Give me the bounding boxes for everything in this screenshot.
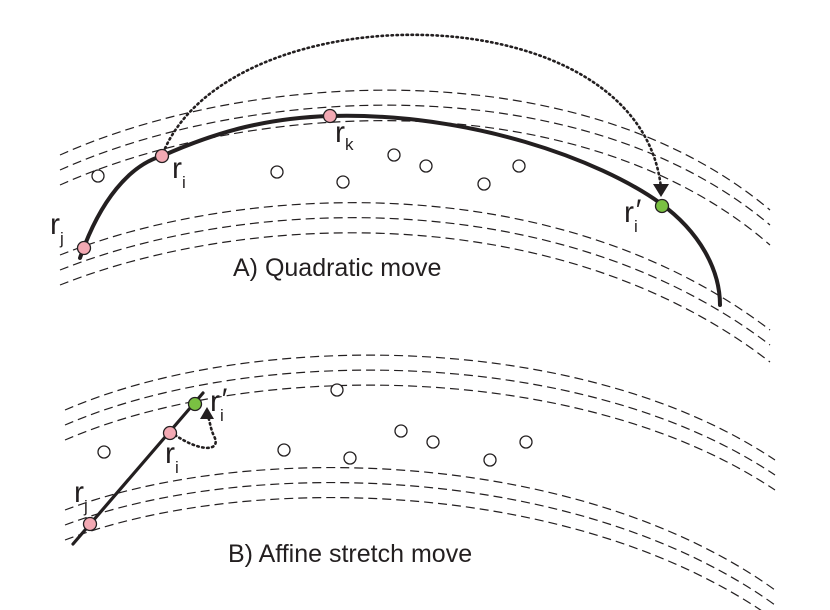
caption-b: B) Affine stretch move	[228, 540, 472, 568]
band-line	[59, 104, 771, 226]
label-r-j: rj	[74, 476, 88, 516]
walker-point	[519, 435, 533, 449]
walker-point	[91, 169, 105, 183]
walker-point	[419, 159, 433, 173]
walker-point	[512, 159, 526, 173]
label-r-i: ri	[172, 152, 186, 192]
walker-point	[477, 177, 491, 191]
label-r-i-prime: ri′	[624, 194, 642, 236]
walker-point	[343, 451, 357, 465]
quadratic-curve	[78, 113, 722, 307]
band-line	[64, 496, 762, 610]
band-line	[64, 384, 776, 491]
walker-point	[394, 424, 408, 438]
point-r-k	[322, 108, 338, 124]
band-line	[59, 202, 771, 331]
arrowhead-icon	[653, 184, 669, 197]
band-line	[59, 89, 771, 211]
walker-point	[97, 445, 111, 459]
label-r-i-prime: ri′	[210, 383, 228, 425]
panel-b: ri rj ri′ B) Affine stretch move	[64, 354, 776, 610]
label-r-i: ri	[165, 437, 179, 477]
walker-point	[483, 453, 497, 467]
move-arrow	[173, 412, 217, 450]
walker-point	[336, 175, 350, 189]
point-r-j	[82, 516, 98, 532]
band-line	[59, 232, 771, 363]
label-r-j: rj	[50, 208, 64, 248]
panel-a: ri rj rk ri′ A) Quadratic move	[50, 33, 771, 363]
walker-point	[426, 435, 440, 449]
band-line	[64, 481, 776, 606]
caption-a: A) Quadratic move	[233, 254, 441, 282]
move-arrow	[161, 33, 663, 190]
walker-point	[330, 383, 344, 397]
band-line	[59, 217, 771, 346]
point-r-i-prime	[187, 396, 203, 412]
point-r-j	[76, 240, 92, 256]
band-line	[64, 369, 776, 476]
point-r-i-prime	[654, 198, 670, 214]
label-r-k: rk	[335, 116, 354, 154]
band-line	[64, 466, 776, 591]
walker-point	[277, 443, 291, 457]
band-line	[59, 120, 771, 246]
arrowhead-icon	[200, 407, 214, 419]
point-r-i	[154, 148, 170, 164]
point-r-i	[162, 425, 178, 441]
walker-point	[387, 148, 401, 162]
walker-point	[270, 165, 284, 179]
band-line	[64, 354, 776, 461]
